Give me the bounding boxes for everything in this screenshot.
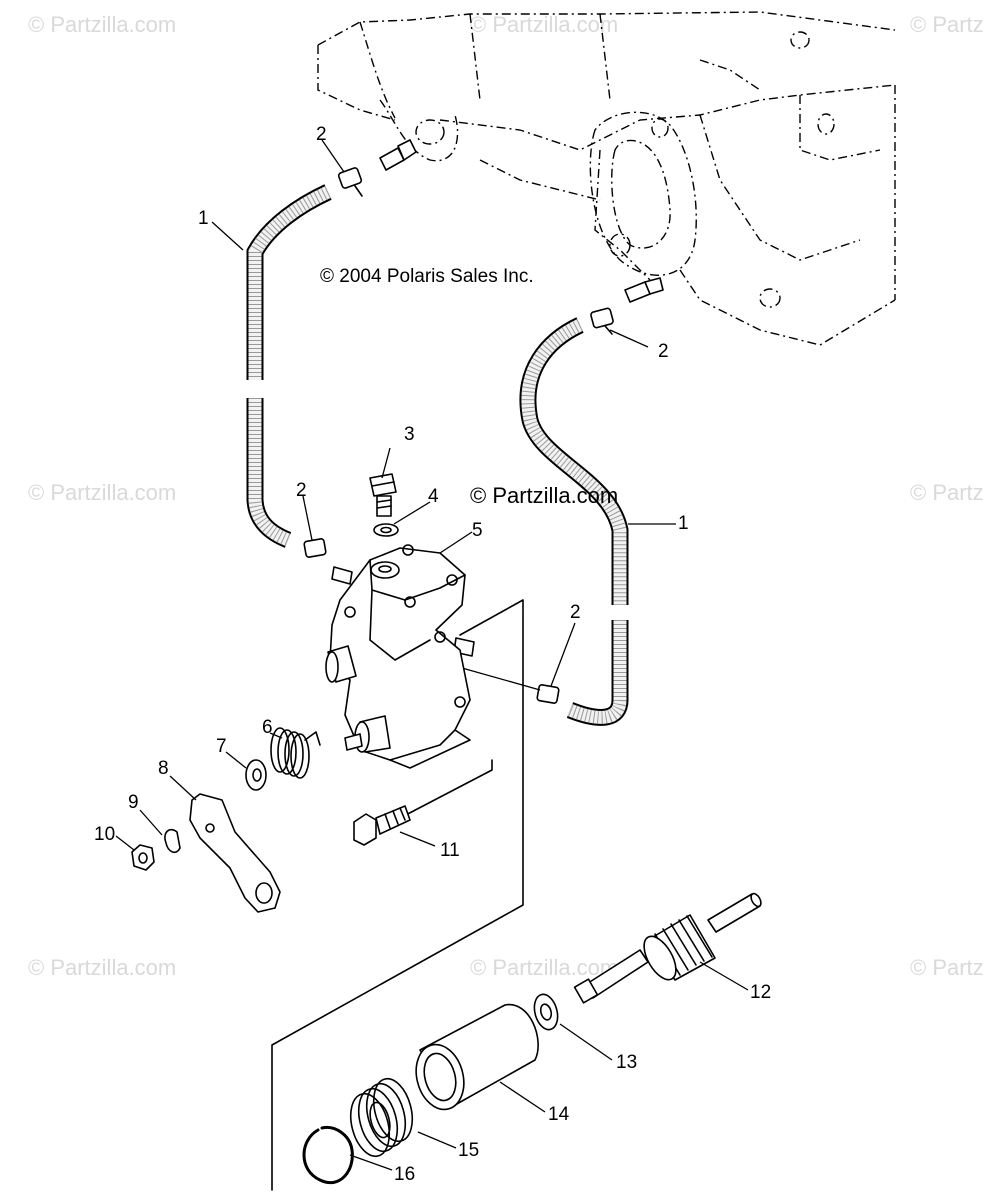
drive-gear-shaft	[573, 892, 762, 1004]
callout-washer-top: 4	[428, 486, 439, 507]
copyright-text: © 2004 Polaris Sales Inc.	[320, 266, 534, 287]
watermark-bottom-left: © Partzilla.com	[28, 955, 176, 980]
callout-bolt-top: 3	[404, 424, 415, 445]
washer-top	[373, 523, 399, 537]
watermark-layer: © Partzilla.com © Partzilla.com © Partz …	[28, 12, 984, 980]
callout-snap-ring: 16	[394, 1164, 415, 1185]
part-group-bracket	[271, 599, 541, 1191]
coil-spring	[349, 1077, 414, 1158]
clamp-top-left	[337, 167, 363, 197]
control-lever	[189, 793, 281, 913]
callout-lock-washer: 9	[128, 792, 139, 813]
watermark-mid-left: © Partzilla.com	[28, 480, 176, 505]
fitting-mid-left	[331, 566, 353, 585]
callout-clamp-mid-left: 2	[296, 480, 307, 501]
fitting-top-right	[624, 277, 664, 303]
callout-clamp-top-left: 2	[316, 124, 327, 145]
watermark-top-right: © Partz	[910, 12, 984, 37]
snap-ring	[302, 1125, 354, 1185]
bushing	[415, 1003, 539, 1111]
callout-pump-body: 5	[472, 520, 483, 541]
callout-washer: 7	[216, 736, 227, 757]
watermark-mid-right: © Partz	[910, 480, 984, 505]
callout-labels: 1 2 2 3 2 4 5 1 2 6 7 8 9 10 11 12 13 14…	[94, 124, 771, 1185]
lock-washer	[164, 828, 181, 854]
leader-lines	[115, 139, 749, 1171]
callout-bushing: 14	[548, 1104, 570, 1125]
callout-nut: 10	[94, 824, 115, 845]
watermark-top-center: © Partzilla.com	[470, 12, 618, 37]
callout-clamp-mid-right: 2	[570, 602, 581, 623]
center-watermark: © Partzilla.com	[470, 483, 618, 508]
callout-hose-right: 1	[678, 513, 689, 534]
callout-coil-spring: 15	[458, 1140, 479, 1161]
callout-thrust-washer: 13	[616, 1052, 637, 1073]
watermark-top-left: © Partzilla.com	[28, 12, 176, 37]
hose-right-upper	[519, 317, 629, 605]
hose-left-lower	[246, 398, 292, 548]
hose-left-upper	[246, 184, 332, 380]
torsion-spring	[270, 727, 321, 779]
callout-hose-left: 1	[198, 208, 209, 229]
engine-case	[317, 11, 896, 346]
callout-clamp-top-right: 2	[658, 341, 669, 362]
callout-drive-gear: 12	[750, 982, 771, 1003]
callout-lever: 8	[158, 758, 169, 779]
bolt-side	[353, 805, 411, 846]
bolt-top	[369, 473, 397, 517]
watermark-bottom-center: © Partzilla.com	[470, 955, 618, 980]
fitting-top-left	[379, 139, 417, 171]
washer-7	[245, 759, 267, 791]
hose-right-lower	[566, 620, 629, 726]
callout-spring: 6	[262, 717, 273, 738]
hex-nut	[131, 844, 155, 871]
clamp-mid-left	[303, 538, 327, 558]
thrust-washer	[533, 993, 559, 1031]
oil-pump-body	[325, 544, 471, 769]
callout-bolt-side: 11	[440, 840, 460, 861]
clamp-top-right	[590, 307, 614, 335]
clamp-mid-right	[536, 684, 560, 704]
watermark-bottom-right: © Partz	[910, 955, 984, 980]
